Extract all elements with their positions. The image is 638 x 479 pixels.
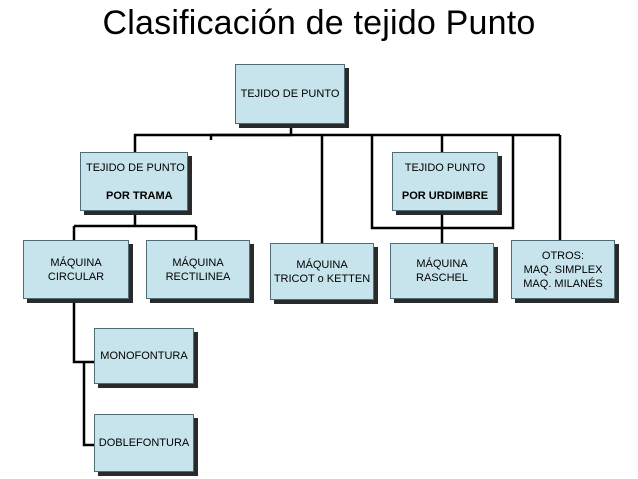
node-root: TEJIDO DE PUNTO xyxy=(235,64,345,124)
node-monofontura-label: MONOFONTURA xyxy=(100,350,188,362)
node-trama: TEJIDO DE PUNTO POR TRAMA xyxy=(80,152,188,211)
node-rectilinea: MÁQUINA RECTILINEA xyxy=(146,240,250,299)
node-trama-line2: POR TRAMA xyxy=(106,189,173,202)
node-tricot-label: MÁQUINA TRICOT o KETTEN xyxy=(273,258,371,285)
node-raschel: MÁQUINA RASCHEL xyxy=(390,243,494,299)
node-urdimbre-line2: POR URDIMBRE xyxy=(401,189,489,202)
node-root-label: TEJIDO DE PUNTO xyxy=(240,88,340,100)
node-doblefontura-label: DOBLEFONTURA xyxy=(98,437,190,449)
node-trama-line1: TEJIDO DE PUNTO xyxy=(86,161,185,174)
node-monofontura: MONOFONTURA xyxy=(94,328,194,384)
node-urdimbre-line1: TEJIDO PUNTO xyxy=(404,161,486,174)
node-urdimbre: TEJIDO PUNTO POR URDIMBRE xyxy=(392,152,498,211)
connector-root xyxy=(209,124,293,140)
node-circular-label: MÁQUINA CIRCULAR xyxy=(47,256,105,283)
diagram-title: Clasificación de tejido Punto xyxy=(102,4,536,42)
node-tricot: MÁQUINA TRICOT o KETTEN xyxy=(270,243,374,300)
connector-trama xyxy=(133,133,211,152)
node-otros-label: OTROS: MAQ. SIMPLEX MAQ. MILANÉS xyxy=(523,249,603,290)
node-rectilinea-label: MÁQUINA RECTILINEA xyxy=(165,256,231,283)
node-doblefontura: DOBLEFONTURA xyxy=(94,414,194,472)
node-circular: MÁQUINA CIRCULAR xyxy=(23,240,129,299)
node-raschel-label: MÁQUINA RASCHEL xyxy=(416,258,468,284)
node-otros: OTROS: MAQ. SIMPLEX MAQ. MILANÉS xyxy=(511,240,615,299)
connector-fonturas xyxy=(72,300,94,447)
connector-trama-machines xyxy=(72,211,198,240)
